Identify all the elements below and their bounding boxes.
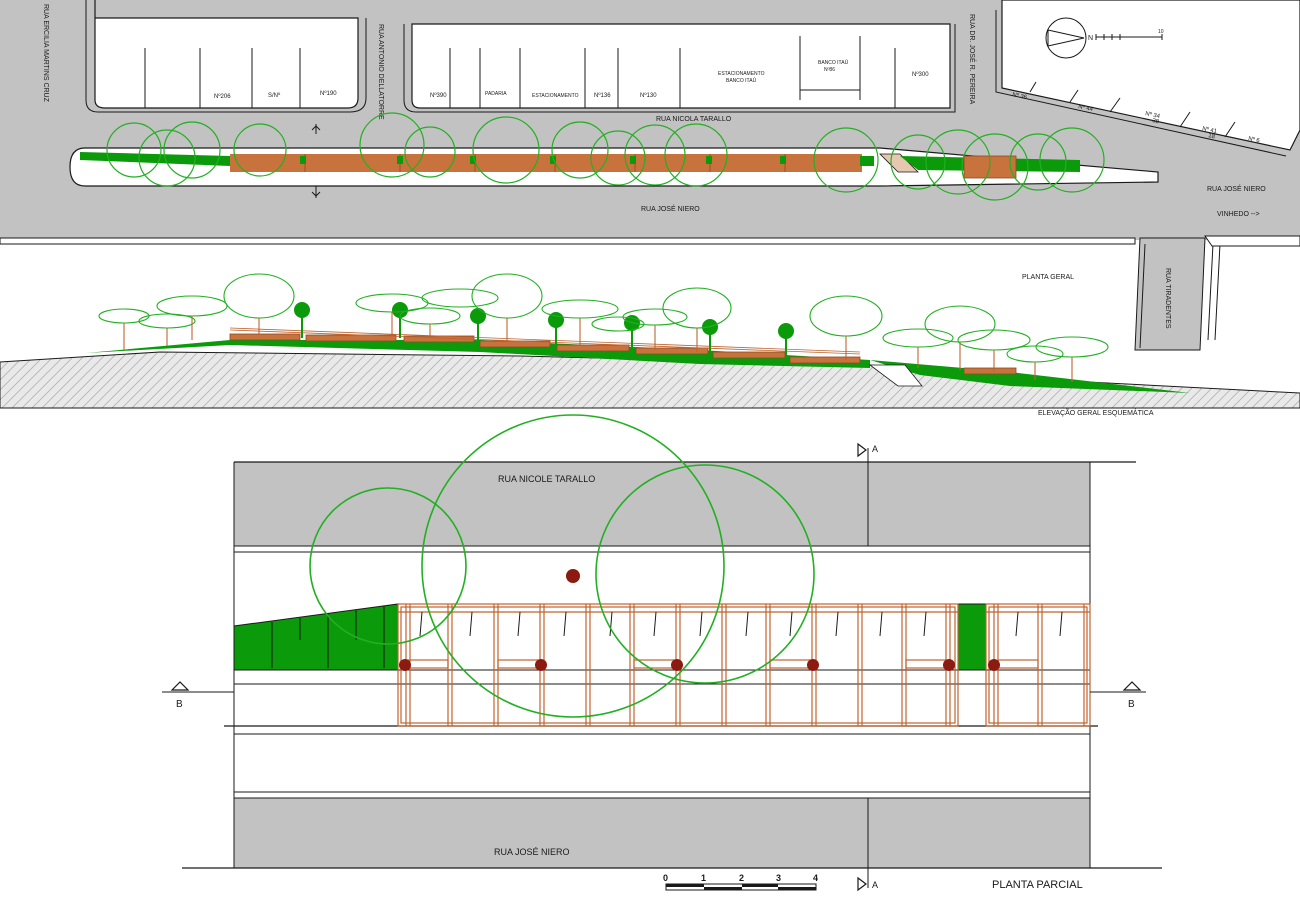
lot-label: Nº190 xyxy=(320,90,337,97)
street-niero-right: RUA JOSÉ NIERO xyxy=(1207,184,1266,193)
street-antonio: RUA ANTONIO DELLATORRE xyxy=(377,24,384,120)
tree-canopies-plan xyxy=(106,112,1105,201)
canopy-trees-elevation xyxy=(98,273,1109,382)
block-a xyxy=(94,0,359,109)
road-bottom xyxy=(234,798,1090,868)
pergola-strip xyxy=(230,154,862,172)
block-far-left xyxy=(0,237,1136,245)
street-pereira: RUA DR. JOSÉ R. PEREIRA xyxy=(968,14,977,105)
scale-label: 3 xyxy=(776,873,781,883)
lot-label: Nº300 xyxy=(912,71,929,78)
pergola-frame xyxy=(397,603,1091,727)
section-a-bottom-label: A xyxy=(872,880,878,890)
general-plan-title: PLANTA GERAL xyxy=(1022,274,1074,281)
rua-tiradentes-road xyxy=(1134,237,1206,351)
block-b xyxy=(411,23,951,109)
lot-label: Nº 6 xyxy=(1248,135,1261,144)
lot-label: 18 xyxy=(1208,133,1216,140)
parking-label: ESTACIONAMENTO xyxy=(718,71,765,77)
section-a-bottom-marker xyxy=(857,876,867,892)
scale-label: 2 xyxy=(739,873,744,883)
street-tarallo: RUA NICOLA TARALLO xyxy=(656,116,732,123)
section-b-left-label: B xyxy=(176,699,183,710)
lot-label: S/Nº xyxy=(268,92,281,99)
lot-label: ESTACIONAMENTO xyxy=(532,93,579,99)
lot-label: Nº 36 xyxy=(1012,91,1029,101)
east-road-lower xyxy=(1204,235,1300,247)
elevation-title: ELEVAÇÃO GERAL ESQUEMÁTICA xyxy=(1038,408,1154,417)
general-elevation: ELEVAÇÃO GERAL ESQUEMÁTICA xyxy=(0,273,1300,417)
lawn-small xyxy=(957,603,987,671)
lot-label: Nº206 xyxy=(214,93,231,100)
lot-label: Nº 44 xyxy=(1078,103,1095,113)
direction-vinhedo: VINHEDO --> xyxy=(1217,211,1260,218)
small-scale-bar xyxy=(1095,34,1163,40)
street-ercilia: RUA ERCILIA MARTINS CRUZ xyxy=(42,4,49,103)
lot-label: Nº390 xyxy=(430,92,447,99)
section-b-right-label: B xyxy=(1128,699,1135,710)
pergola-columns xyxy=(399,569,1000,671)
elevation-ramp xyxy=(868,364,923,387)
section-b-left-marker xyxy=(170,681,190,691)
section-a-top-marker xyxy=(857,442,867,458)
lot-label: PADARIA xyxy=(485,91,507,97)
section-b-right-marker xyxy=(1122,681,1142,691)
tree-canopies-partial xyxy=(309,414,815,718)
partial-plan: A A B B RUA NICOLE TARALLO RUA JOSÉ NIER… xyxy=(162,414,1162,892)
scale-label: 1 xyxy=(701,873,706,883)
general-plan: Nº206 S/Nº Nº190 Nº390 PADARIA ESTACIONA… xyxy=(0,0,1300,351)
street-bottom-label: RUA JOSÉ NIERO xyxy=(494,847,570,857)
ramp-plan xyxy=(879,153,919,173)
parking-label: BANCO ITAÚ xyxy=(726,77,757,84)
road-top xyxy=(234,462,1090,546)
street-tiradentes: RUA TIRADENTES xyxy=(1164,268,1171,329)
north-arrow-icon xyxy=(1045,17,1087,59)
lot-label: 38 xyxy=(1152,118,1160,125)
lawn-wedge xyxy=(233,603,399,671)
elevation-lawn xyxy=(86,340,870,368)
lot-label: Nº 34 xyxy=(1145,110,1162,120)
street-niero: RUA JOSÉ NIERO xyxy=(641,204,700,213)
partial-plan-title: PLANTA PARCIAL xyxy=(992,879,1083,891)
lot-label: Nº130 xyxy=(640,92,657,99)
lot-label: Nº 41 xyxy=(1202,125,1219,135)
bank-label: Nº86 xyxy=(824,67,835,73)
north-label: N xyxy=(1088,35,1093,42)
scale-label: 4 xyxy=(813,873,818,883)
bank-label: BANCO ITAÚ xyxy=(818,59,849,66)
street-top-label: RUA NICOLE TARALLO xyxy=(498,474,595,484)
scale-bar xyxy=(665,883,817,891)
section-a-top-label: A xyxy=(872,444,878,454)
scale-end: 10 xyxy=(1158,29,1164,35)
scale-label: 0 xyxy=(663,873,668,883)
block-left xyxy=(0,0,62,108)
palm-trees xyxy=(294,302,794,358)
lot-label: Nº136 xyxy=(594,92,611,99)
